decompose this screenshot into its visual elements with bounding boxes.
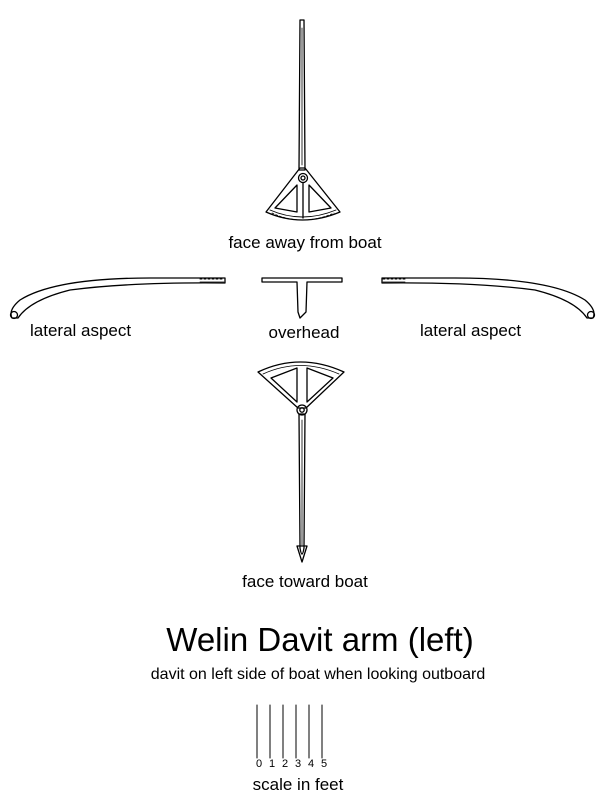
label-lateral-right: lateral aspect [420,321,522,340]
scale-tick-1: 1 [268,758,276,770]
scale-tick-labels: 0 1 2 3 4 5 [255,759,345,773]
scale-caption: scale in feet [252,775,344,794]
label-face-toward: face toward boat [242,572,368,591]
view-face-away [265,19,341,221]
view-overhead [261,277,343,319]
label-overhead: overhead [268,323,340,342]
scale-tick-4: 4 [307,758,315,770]
scale-tick-0: 0 [255,758,263,770]
label-face-away: face away from boat [228,233,382,252]
scale-bar [256,704,323,759]
view-lateral-right [381,277,596,320]
diagram-subtitle: davit on left side of boat when looking … [150,666,486,683]
scale-tick-5: 5 [320,758,328,770]
view-lateral-left [9,277,226,320]
label-lateral-left: lateral aspect [30,321,132,340]
view-face-toward [257,361,345,563]
diagram-title: Welin Davit arm (left) [166,621,474,658]
scale-tick-3: 3 [294,758,302,770]
scale-tick-2: 2 [281,758,289,770]
